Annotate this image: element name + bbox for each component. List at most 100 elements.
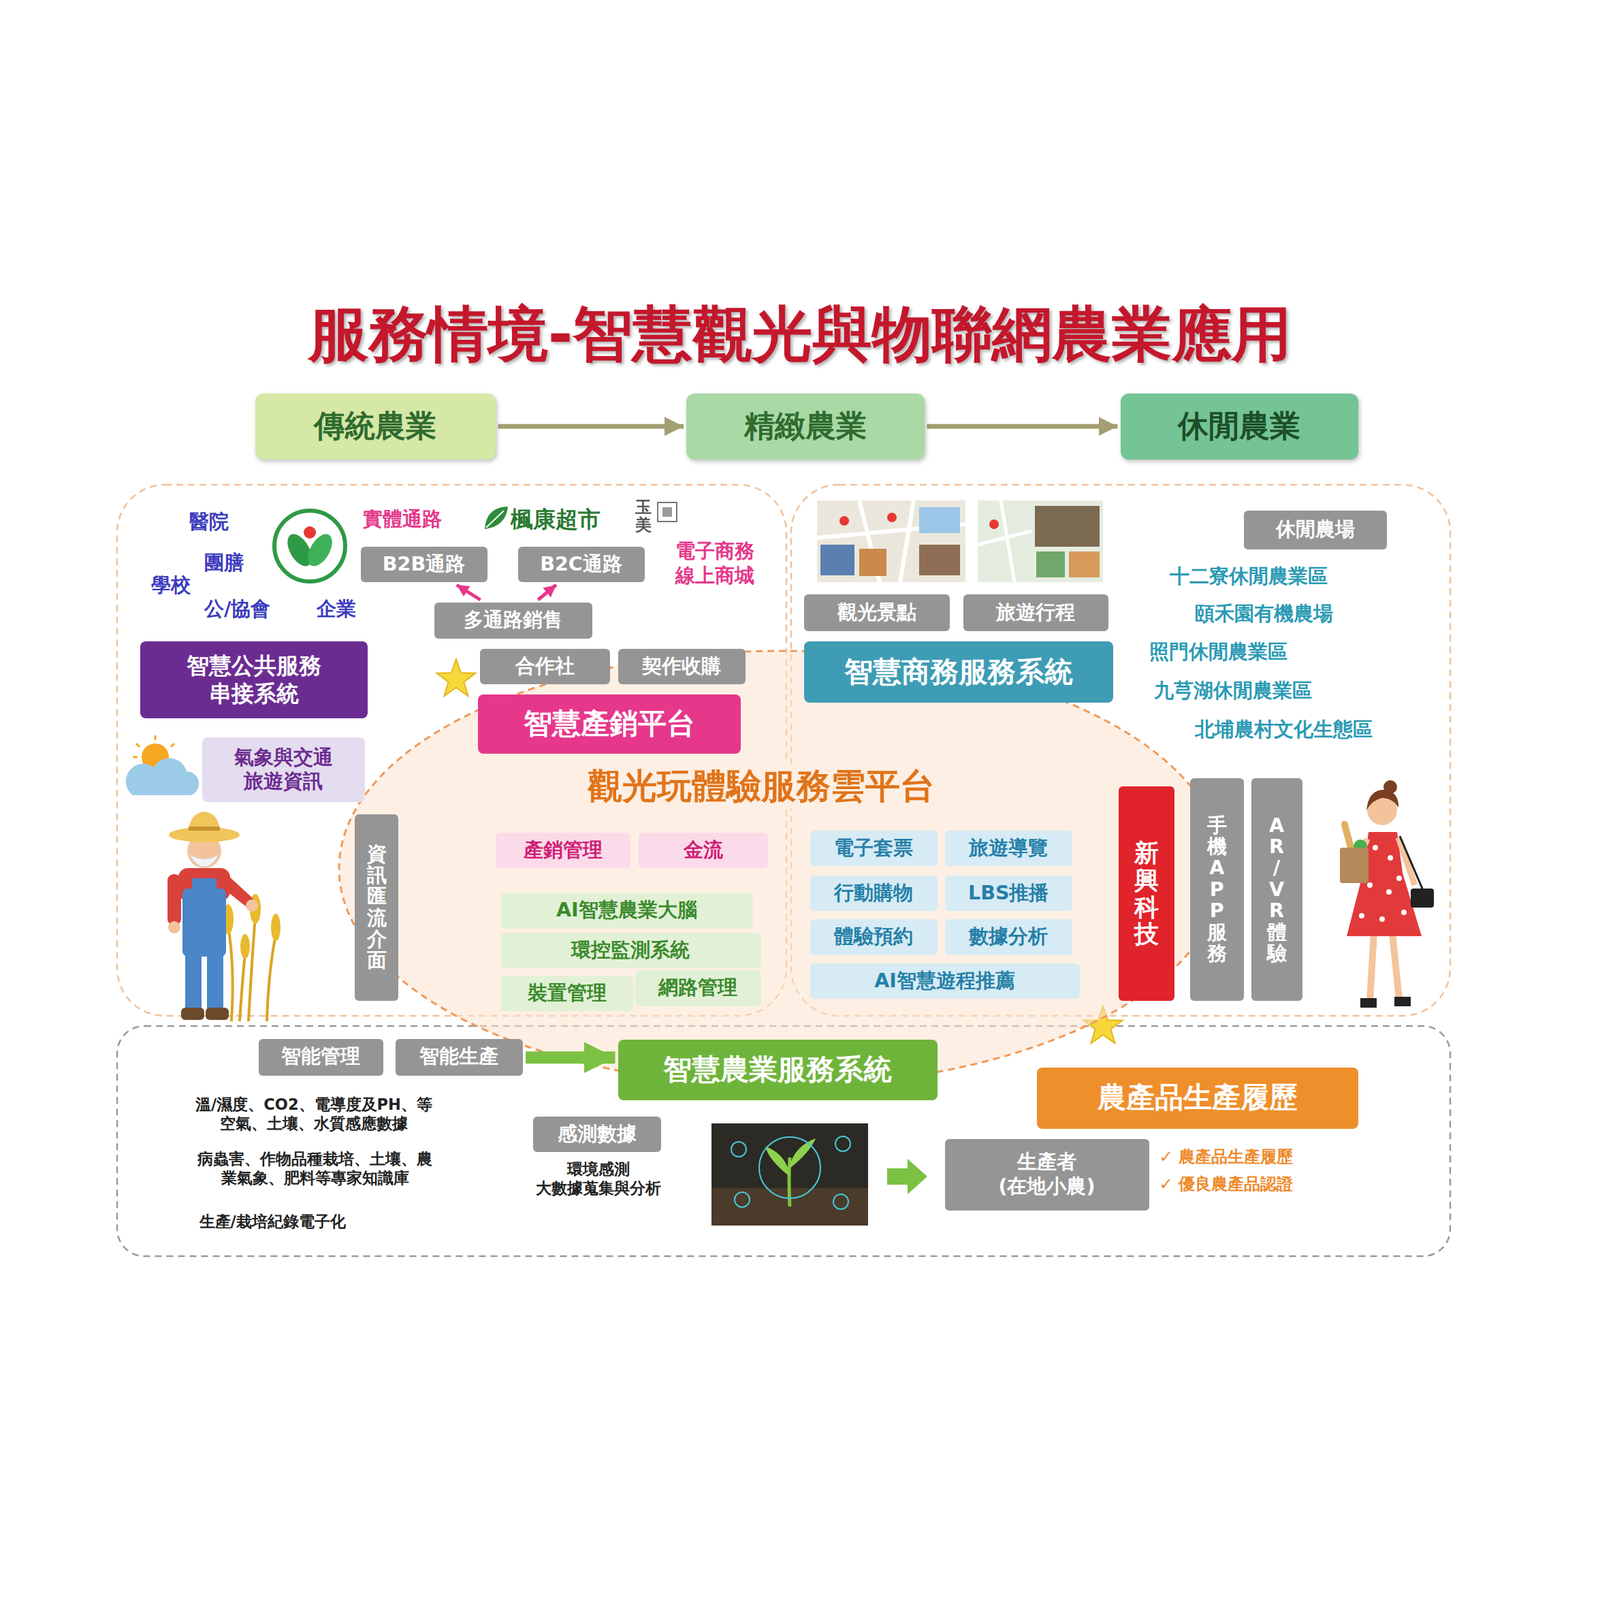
vertical-tag-box: 手機APP服務: [1190, 778, 1245, 1001]
text-label: 裝置管理: [527, 981, 607, 1005]
text-label: LBS推播: [968, 881, 1049, 905]
function-box: 環控監測系統: [500, 932, 762, 969]
tag-box: 休閒農場: [1243, 510, 1387, 550]
annotation-text: 北埔農村文化生態區: [1194, 718, 1373, 742]
text-label: 農產品生產履歷: [1097, 1080, 1298, 1115]
text-label: 環控監測系統: [571, 938, 690, 963]
annotation-text: ✓ 農產品生產履歷: [1159, 1147, 1293, 1167]
text-label: 氣象與交通 旅遊資訊: [232, 745, 335, 794]
cloud-platform-ellipse: 觀光玩體驗服務雲平台產銷管理 金流 AI智慧農業大腦環控監測系統裝置管理 網路管理 電子…: [337, 648, 1226, 1088]
text-label: 契作收購: [642, 654, 722, 679]
connector-arrow: [927, 424, 1118, 429]
tag-box: 感測數據: [533, 1116, 662, 1153]
function-box: 產銷管理: [495, 832, 631, 869]
text-label: AI智慧遊程推薦: [874, 969, 1016, 993]
text-label: AR/VR體驗: [1267, 814, 1287, 965]
sensing-plant-image: [711, 1123, 869, 1226]
flow-arrow: [887, 1158, 928, 1195]
text-label: 智能管理: [281, 1045, 361, 1069]
stage-box: 休閒農業: [1120, 393, 1359, 461]
annotation-text: 十二寮休閒農業區: [1169, 565, 1328, 589]
text-label: 體驗預約: [834, 925, 914, 949]
annotation-text: 電子商務 線上商城: [674, 539, 756, 588]
annotation-text: 楓康超市: [510, 505, 601, 534]
text-label: AI智慧農業大腦: [556, 898, 698, 922]
function-box: LBS推播: [945, 875, 1074, 912]
function-box: 裝置管理: [500, 975, 634, 1012]
text-label: 手機APP服務: [1207, 814, 1227, 965]
text-label: 資訊匯流介面: [366, 843, 387, 972]
text-label: 電子套票: [834, 836, 914, 860]
text-label: B2C通路: [539, 552, 622, 576]
text-label: 智慧商務服務系統: [844, 654, 1074, 690]
function-box: AI智慧遊程推薦: [810, 963, 1080, 1000]
annotation-text: 環境感測 大數據蒐集與分析: [534, 1159, 663, 1198]
text-label: 感測數據: [557, 1122, 637, 1146]
tag-box: 契作收購: [618, 648, 747, 685]
function-box: 體驗預約: [810, 919, 939, 956]
text-label: 行動購物: [834, 881, 914, 905]
text-label: 數據分析: [968, 925, 1048, 949]
text-label: 智慧產銷平台: [523, 706, 696, 741]
farm-logo-mark: [657, 502, 677, 522]
annotation-text: 企業: [316, 597, 357, 621]
info-box: 氣象與交通 旅遊資訊: [202, 737, 365, 803]
tag-box: 智能管理: [258, 1038, 384, 1076]
connector-arrow: [456, 584, 481, 600]
annotation-text: 醫院: [189, 510, 229, 534]
function-box: 行動購物: [810, 875, 939, 912]
text-label: 金流: [683, 838, 724, 862]
text-label: 產銷管理: [523, 838, 603, 862]
text-label: 智慧農業服務系統: [663, 1052, 892, 1087]
function-box: AI智慧農業大腦: [500, 892, 754, 929]
function-box: 金流: [638, 832, 769, 869]
function-box: 電子套票: [810, 830, 939, 867]
annotation-text: 實體通路: [362, 507, 442, 532]
association-logo: [274, 510, 346, 582]
text-label: 合作社: [515, 654, 575, 679]
annotation-text: 玉美: [635, 498, 652, 535]
function-box: 數據分析: [945, 919, 1074, 956]
text-label: 傳統農業: [313, 407, 437, 445]
text-label: 旅遊行程: [996, 601, 1076, 625]
text-label: 多通路銷售: [463, 608, 563, 632]
tour-map-screenshot: [817, 500, 966, 583]
annotation-text: 九芎湖休閒農業區: [1154, 679, 1312, 703]
system-box: 智慧商務服務系統: [804, 641, 1114, 703]
tour-map-screenshot: [977, 500, 1103, 583]
system-box: 智慧農業服務系統: [618, 1039, 939, 1101]
vertical-tag-box: 新興科技: [1118, 786, 1176, 1001]
text-label: 精緻農業: [744, 407, 867, 445]
annotation-text: 生產/栽培紀錄電子化: [199, 1212, 346, 1231]
text-label: 智慧公共服務 串接系統: [185, 651, 323, 709]
tag-box: 生產者 (在地小農): [945, 1139, 1150, 1211]
text-label: 休閒農業: [1177, 407, 1301, 445]
platform-box: 智慧產銷平台: [477, 694, 741, 754]
tag-box: 旅遊行程: [963, 594, 1109, 632]
stage-box: 傳統農業: [255, 393, 496, 461]
connector-arrow: [498, 424, 685, 429]
text-label: 觀光玩體驗服務雲平台: [579, 763, 943, 809]
annotation-text: 病蟲害、作物品種栽培、土壤、農 業氣象、肥料等專家知識庫: [196, 1149, 434, 1188]
vertical-tag-box: 資訊匯流介面: [354, 814, 399, 1002]
region-outline: [117, 484, 1451, 1257]
ellipse-shape: [339, 650, 1224, 1086]
annotation-text: ✓ 優良農產品認證: [1159, 1174, 1293, 1195]
text-label: 休閒農場: [1275, 518, 1355, 542]
text-label: 新興科技: [1134, 839, 1159, 948]
annotation-text: 頤禾園有機農場: [1194, 602, 1334, 626]
vertical-tag-box: AR/VR體驗: [1251, 778, 1303, 1001]
text-label: 網路管理: [658, 976, 738, 1000]
weather-icon: [125, 735, 199, 796]
annotation-text: 學校: [151, 573, 191, 598]
connector-arrow: [537, 584, 557, 600]
diagram-title: 服務情境-智慧觀光與物聯網農業應用: [0, 298, 1600, 371]
annotation-text: 溫/濕度、CO2、電導度及PH、等 空氣、土壤、水質感應數據: [194, 1094, 434, 1133]
system-box: 智慧公共服務 串接系統: [140, 641, 369, 719]
tourist-illustration: [1339, 780, 1434, 1008]
farmer-illustration: [167, 811, 281, 1022]
text-label: 觀光景點: [837, 601, 917, 625]
annotation-text: 照門休閒農業區: [1149, 640, 1288, 664]
tag-box: B2C通路: [518, 546, 645, 583]
